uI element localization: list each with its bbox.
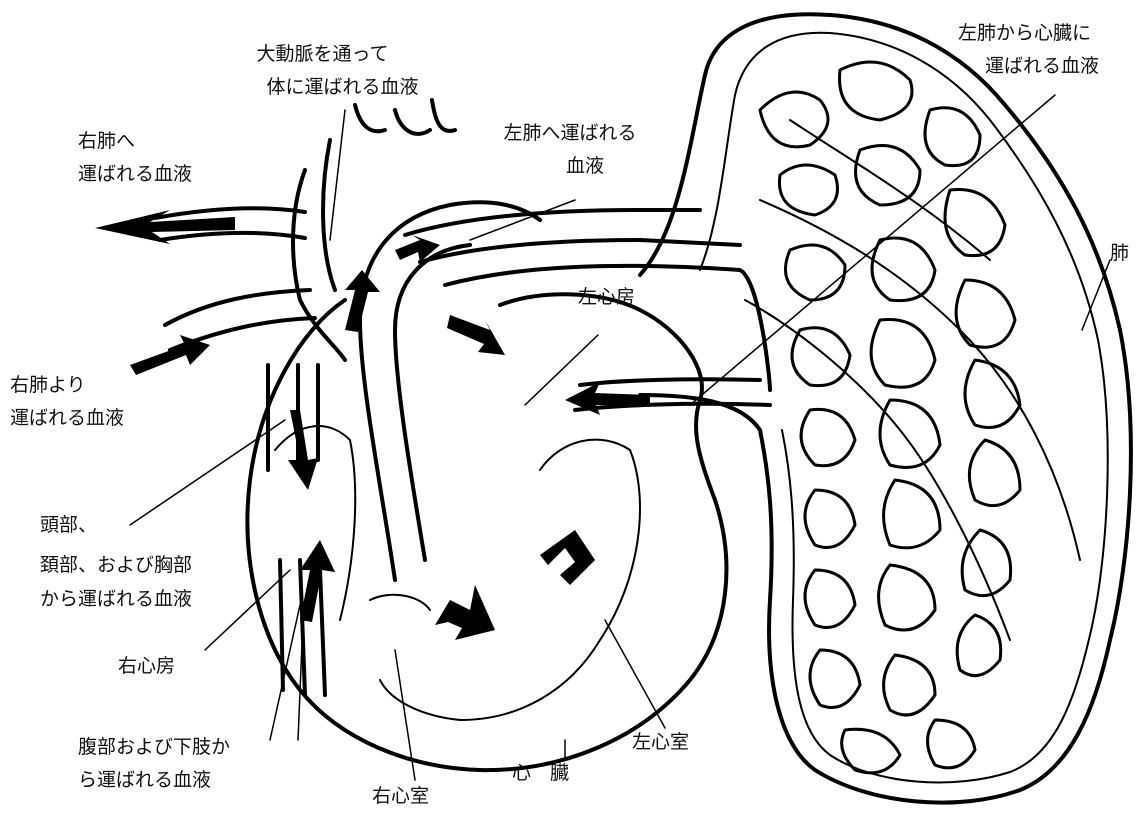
label-lower-body-line1: 腹部および下肢か bbox=[78, 734, 230, 760]
arrow-aorta-up bbox=[345, 270, 380, 332]
label-left-lung-out-line1: 左肺へ運ばれる bbox=[480, 120, 660, 146]
lung-illustration bbox=[640, 14, 1131, 802]
label-right-lung-in-line1: 右肺より bbox=[10, 372, 86, 398]
left-pulmonary-artery bbox=[405, 210, 700, 235]
pulmonary-vessels bbox=[155, 208, 770, 410]
left-pulmonary-vein bbox=[580, 379, 760, 385]
label-aorta-line1: 大動脈を通って bbox=[215, 41, 430, 67]
arrow-right-ventricle bbox=[435, 585, 495, 640]
label-head-line1: 頭部、 bbox=[40, 512, 97, 538]
label-right-lung-out-line1: 右肺へ bbox=[78, 128, 135, 154]
lung-inner-outline bbox=[700, 33, 1108, 783]
label-aorta-line2: 体に運ばれる血液 bbox=[235, 74, 450, 100]
aortic-arch-branches bbox=[355, 100, 455, 134]
heart-illustration bbox=[247, 100, 726, 770]
label-lower-body-line2: ら運ばれる血液 bbox=[78, 767, 211, 793]
label-right-lung-out-line2: 運ばれる血液 bbox=[78, 161, 192, 187]
aorta bbox=[360, 202, 540, 580]
label-right-lung-in-line2: 運ばれる血液 bbox=[10, 405, 124, 431]
label-right-ventricle: 右心室 bbox=[372, 783, 429, 809]
label-left-ventricle: 左心室 bbox=[632, 729, 689, 755]
interventricular-septum bbox=[380, 440, 640, 720]
label-head-line3: から運ばれる血液 bbox=[40, 586, 192, 612]
label-left-lung-out-line2: 血液 bbox=[510, 153, 660, 179]
label-head-line2: 頚部、および胸部 bbox=[40, 552, 192, 578]
label-right-atrium: 右心房 bbox=[118, 653, 175, 679]
arrow-ivc-up bbox=[300, 540, 335, 622]
arrow-from-right-lung bbox=[130, 335, 210, 375]
arrow-left-atrium-down bbox=[447, 315, 505, 355]
label-heart: 心 臓 bbox=[512, 760, 569, 786]
arrow-svc-down bbox=[288, 410, 318, 490]
leader-lines bbox=[130, 95, 1110, 780]
label-left-lung-in-line2: 運ばれる血液 bbox=[985, 53, 1099, 79]
lung-alveoli-network bbox=[745, 62, 1080, 773]
arrow-left-ventricle bbox=[540, 530, 595, 585]
label-left-lung-in-line1: 左肺から心臓に bbox=[958, 20, 1091, 46]
superior-vena-cava bbox=[293, 170, 345, 360]
label-lung: 肺 bbox=[1110, 240, 1129, 266]
label-left-atrium: 左心房 bbox=[578, 284, 635, 310]
right-pulmonary-artery bbox=[155, 208, 305, 218]
